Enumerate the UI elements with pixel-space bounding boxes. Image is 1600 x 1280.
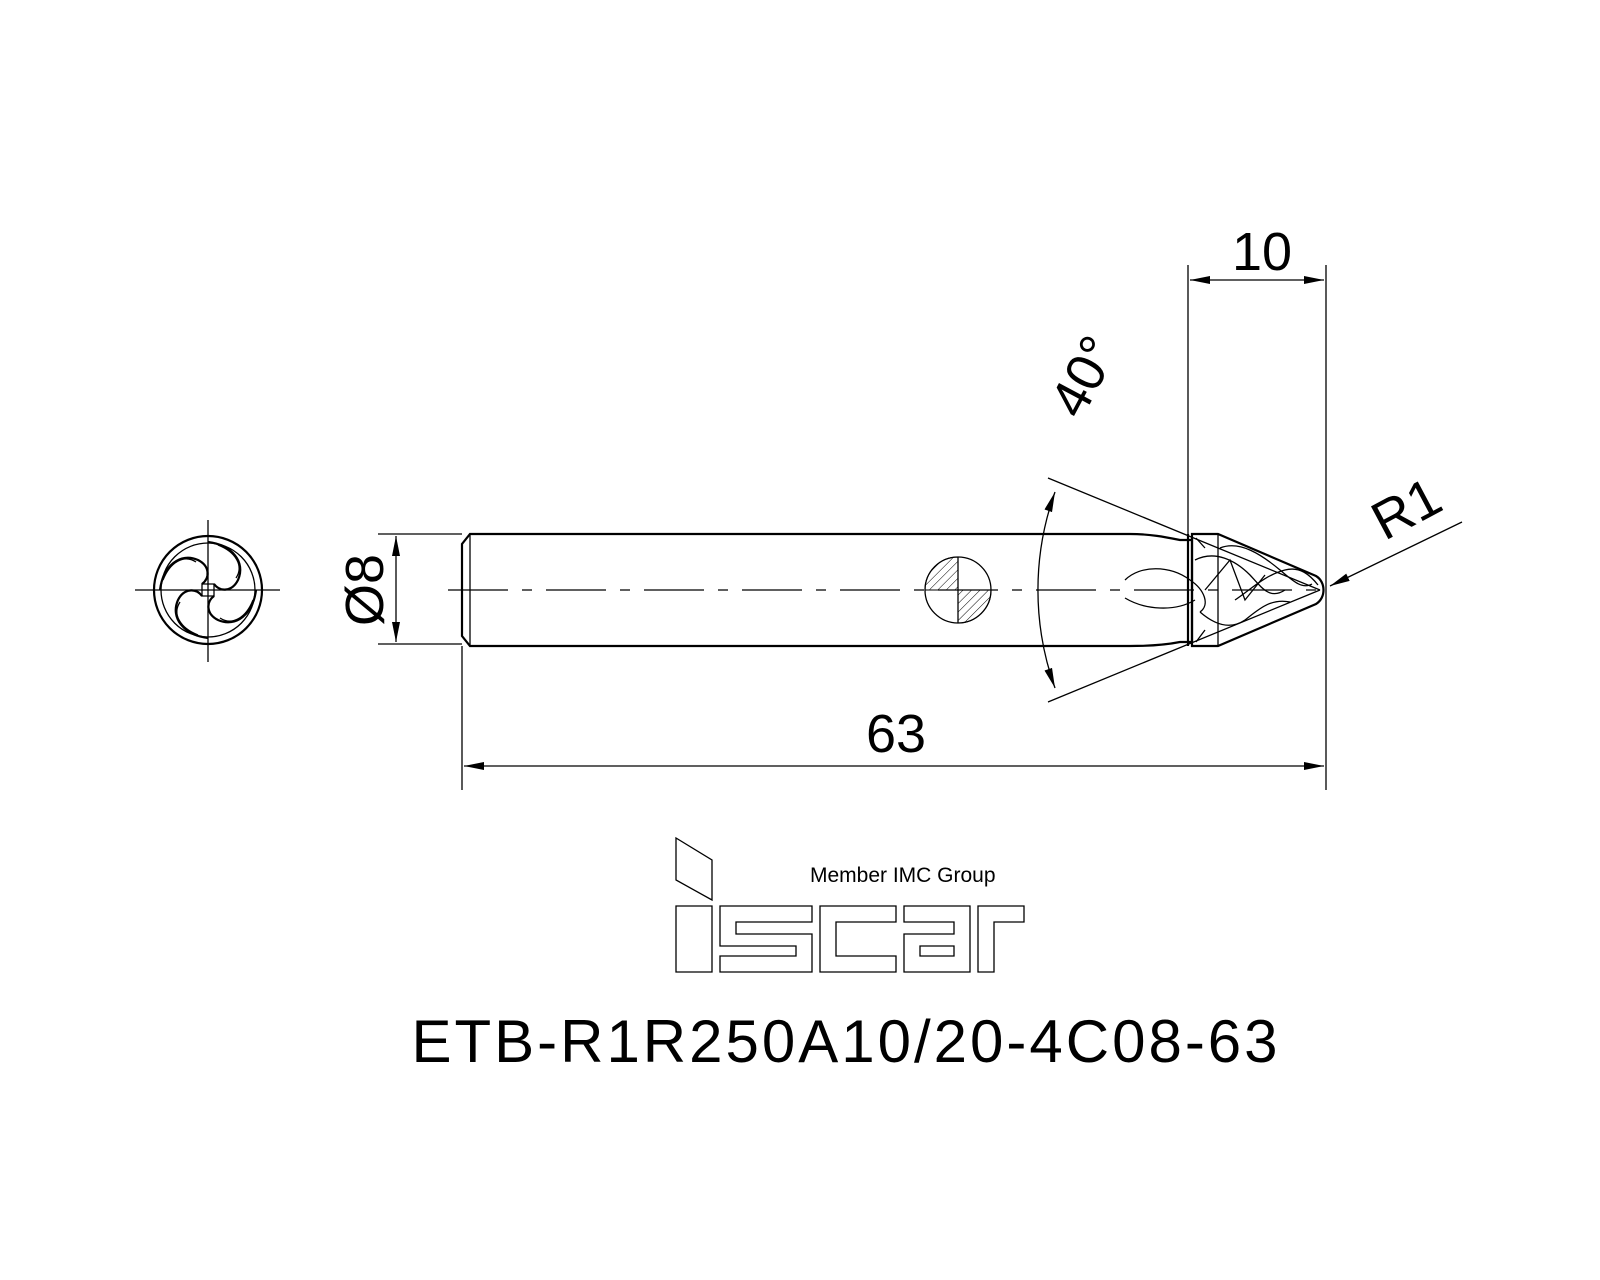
iscar-wordmark-graphic	[675, 836, 1025, 973]
tool-flutes	[1124, 537, 1319, 643]
section-mark	[924, 556, 992, 624]
cut-length-label: 10	[1232, 222, 1292, 282]
tool-cutting-head	[1190, 532, 1325, 648]
part-code: ETB-R1R250A10/20-4C08-63	[411, 1008, 1280, 1075]
radius-label: R1	[1362, 466, 1451, 551]
angle-label: 40°	[1038, 326, 1129, 426]
end-view-flutes	[158, 540, 258, 640]
diameter-dimension: Ø8	[335, 533, 462, 645]
iscar-logo: Member IMC Group	[675, 836, 1025, 973]
cut-length-dimension: 10	[1187, 222, 1327, 790]
logo-tagline: Member IMC Group	[810, 864, 996, 887]
radius-dimension: R1	[1329, 466, 1463, 587]
diameter-label: Ø8	[335, 554, 395, 626]
tool-shank	[460, 532, 1194, 648]
end-view-core	[201, 583, 215, 597]
total-length-dimension: 63	[461, 646, 1324, 790]
end-view-outline	[152, 534, 264, 646]
end-view	[135, 520, 280, 662]
total-length-label: 63	[866, 704, 926, 764]
tool-side-view	[448, 532, 1330, 648]
